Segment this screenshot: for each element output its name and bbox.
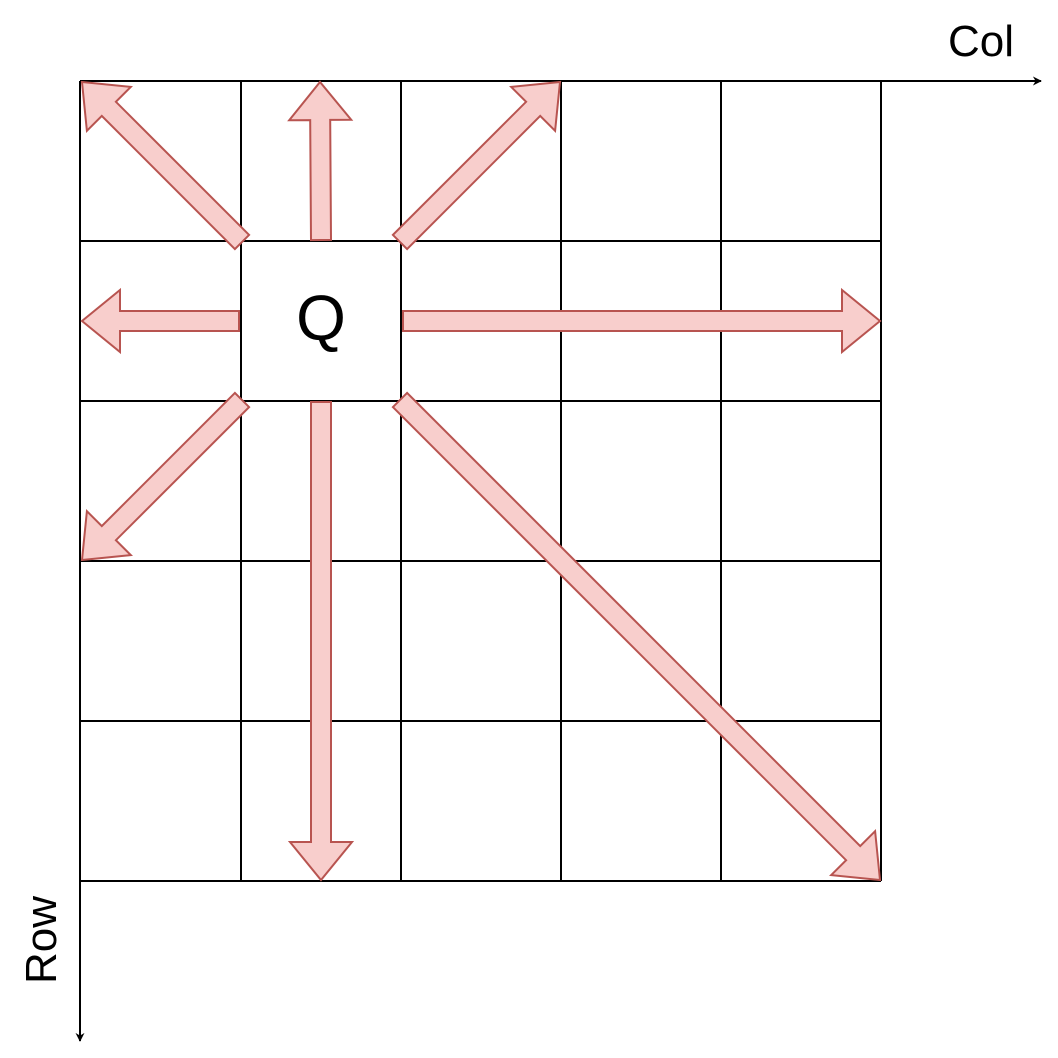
arrow-up-left [80,80,251,251]
arrow-up [287,80,354,242]
arrow-down [287,401,355,882]
chess-grid [81,81,882,882]
queen-label: Q [296,282,346,354]
arrow-down-right [391,391,882,882]
arrow-left [80,287,240,355]
attack-arrows [80,80,882,882]
col-axis-label: Col [948,17,1014,66]
arrow-down-left [80,391,251,562]
row-axis-label: Row [17,896,66,984]
arrow-right [402,287,882,355]
arrow-up-right [391,80,562,251]
